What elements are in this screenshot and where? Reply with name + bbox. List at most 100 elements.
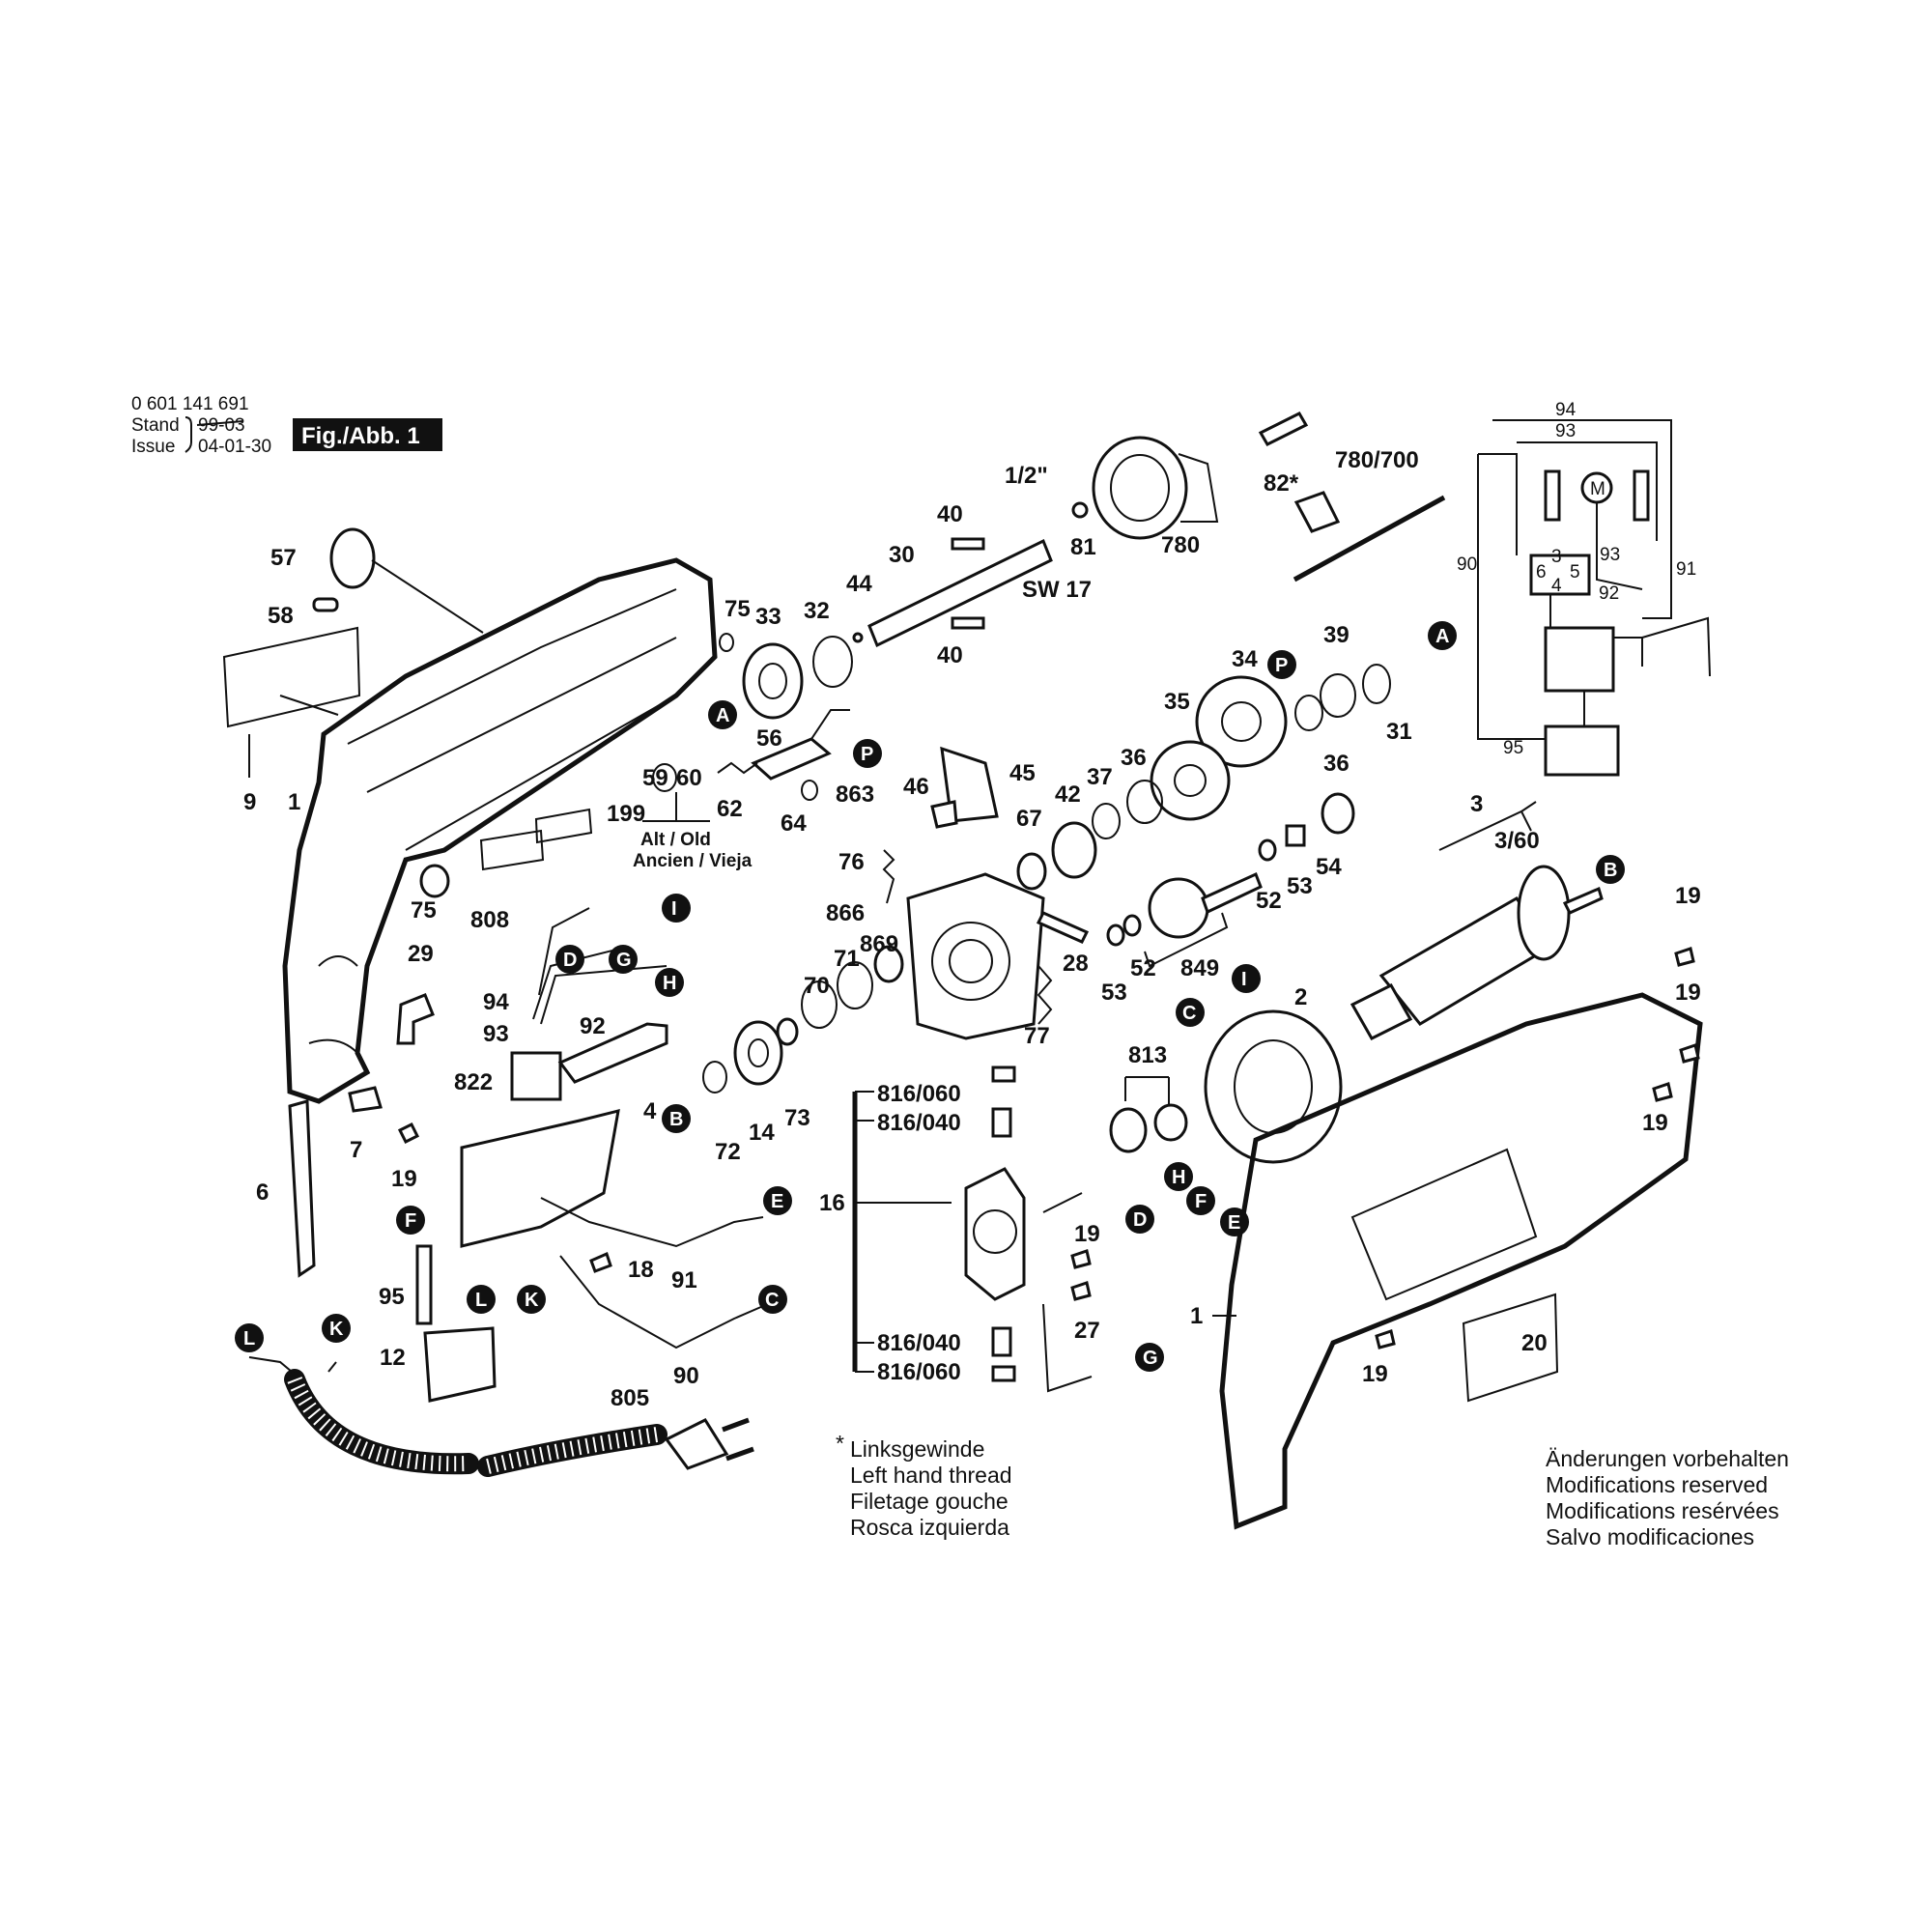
marker-c-left: C <box>765 1290 779 1311</box>
callout-822: 822 <box>454 1069 493 1095</box>
callout-36a: 36 <box>1323 751 1350 777</box>
callout-19a: 19 <box>391 1166 417 1192</box>
marker-g-right: G <box>1143 1348 1158 1369</box>
callout-45: 45 <box>1009 760 1036 786</box>
part-19-screw-b <box>1070 1249 1092 1269</box>
callout-58: 58 <box>268 603 294 629</box>
marker-g-left: G <box>616 950 632 971</box>
marker-p-left: P <box>861 744 873 765</box>
part-46-block <box>930 800 958 829</box>
figure-label-box <box>293 418 442 451</box>
schematic-93b: 93 <box>1600 545 1620 565</box>
marker-l-cord: L <box>243 1328 255 1350</box>
callout-70: 70 <box>804 973 830 999</box>
part-40-key-b <box>951 616 985 630</box>
callout-18: 18 <box>628 1257 654 1283</box>
part-53-bush <box>1285 824 1306 847</box>
callout-44: 44 <box>846 571 872 597</box>
part-4-switch <box>460 1108 620 1248</box>
part-53-ring-b <box>1106 923 1125 947</box>
callout-27: 27 <box>1074 1318 1100 1344</box>
callout-7: 7 <box>350 1137 362 1163</box>
part-805-plug <box>664 1418 729 1470</box>
callout-72: 72 <box>715 1139 741 1165</box>
callout-9: 9 <box>243 789 256 815</box>
flange-bore <box>931 922 1010 1001</box>
marker-l-switch: L <box>475 1290 487 1311</box>
part-39-spring-washer <box>1320 673 1356 718</box>
callout-16: 16 <box>819 1190 845 1216</box>
bearing-inner <box>748 1038 769 1067</box>
part-52-ring <box>1258 838 1277 862</box>
callout-33: 33 <box>755 604 781 630</box>
part-2-field <box>1204 1009 1343 1164</box>
callout-75b: 75 <box>411 897 437 923</box>
callout-849: 849 <box>1180 955 1219 981</box>
part-40-key-a <box>951 537 985 551</box>
part-57-knob <box>329 527 376 589</box>
schematic-93: 93 <box>1555 421 1576 441</box>
callout-90: 90 <box>673 1363 699 1389</box>
callout-816-040b: 816/040 <box>877 1330 961 1356</box>
part-19-screw <box>397 1122 420 1145</box>
marker-b-right: B <box>1604 860 1617 881</box>
schematic-t6: 6 <box>1536 562 1547 582</box>
callout-780-700: 780/700 <box>1335 447 1419 473</box>
stand-old-date: 99-03 <box>198 415 245 436</box>
callout-1-left: 1 <box>288 789 300 815</box>
callout-30: 30 <box>889 542 915 568</box>
callout-808: 808 <box>470 907 509 933</box>
ancien-label: Ancien / Vieja <box>633 851 753 871</box>
callout-56: 56 <box>756 725 782 752</box>
part-6-sleeve <box>288 1099 316 1278</box>
part-30-spindle <box>867 538 1053 648</box>
schematic-switch <box>1529 554 1591 596</box>
callout-91: 91 <box>671 1267 697 1293</box>
part-71-ring <box>837 961 873 1009</box>
part-72-clip <box>702 1061 727 1094</box>
marker-a-right: A <box>1435 626 1449 647</box>
part-62-spring <box>717 761 758 775</box>
wires-brush <box>1042 1192 1093 1393</box>
part-56-plate <box>751 737 832 781</box>
callout-19f: 19 <box>1642 1110 1668 1136</box>
marker-e-left: E <box>771 1191 783 1212</box>
schematic-95: 95 <box>1503 738 1523 758</box>
issue-label: Issue <box>131 437 175 457</box>
part-822-trigger <box>557 1022 668 1084</box>
callout-81: 81 <box>1070 534 1096 560</box>
schematic-switch-body <box>1544 626 1615 693</box>
part-816-040-brush-a <box>991 1107 1012 1138</box>
marker-e-right: E <box>1228 1212 1240 1234</box>
housing-left-half <box>282 557 718 1104</box>
bracket-813 <box>1124 1076 1170 1106</box>
wire-90 <box>559 1255 764 1350</box>
part-866-gear-flange <box>906 872 1045 1040</box>
part-14-bearing <box>733 1020 783 1086</box>
schematic-t5: 5 <box>1570 562 1580 582</box>
schematic-motor-label: M <box>1590 479 1605 499</box>
part-19-screw-e <box>1679 1043 1700 1064</box>
callout-93: 93 <box>483 1021 509 1047</box>
callout-1-right: 1 <box>1190 1303 1203 1329</box>
marker-b-left: B <box>669 1109 683 1130</box>
callout-3-60: 3/60 <box>1494 828 1540 854</box>
bracket-849 <box>1144 912 1229 968</box>
callout-60: 60 <box>676 765 702 791</box>
part-805-cord-b <box>477 1424 668 1477</box>
callout-4: 4 <box>643 1098 657 1124</box>
callout-54: 54 <box>1316 854 1342 880</box>
bracket-3 <box>1438 801 1537 851</box>
callout-62: 62 <box>717 796 743 822</box>
marker-f-right: F <box>1195 1191 1207 1212</box>
marker-i-right: I <box>1241 969 1247 990</box>
part-28-screw <box>1036 911 1090 944</box>
part-849-pinion <box>1148 877 1209 939</box>
callout-780: 780 <box>1161 532 1200 558</box>
gear-hub <box>1221 701 1262 742</box>
housing-right-half <box>1219 992 1703 1530</box>
callout-32: 32 <box>804 598 830 624</box>
footnote-star: * <box>836 1431 844 1456</box>
schematic-91: 91 <box>1676 559 1696 580</box>
part-816-060-spring-b <box>991 1365 1016 1382</box>
